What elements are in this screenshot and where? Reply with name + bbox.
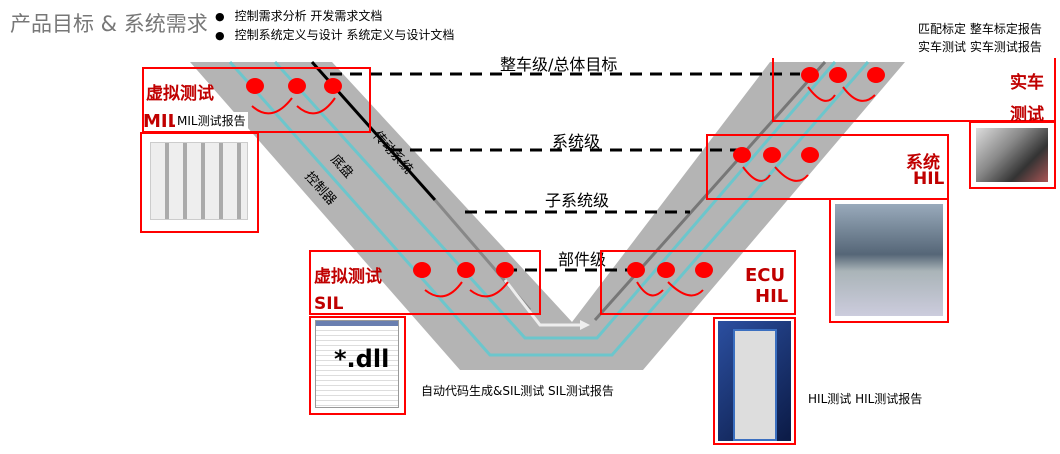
v-band [190,62,905,370]
vehicle-line2: 实车测试 实车测试报告 [918,40,1042,54]
system-hil-tag: HIL [913,169,945,189]
system-hil-image-box [829,198,949,323]
mil-image-box [140,132,259,233]
sil-box [309,250,541,315]
vehicle-tag: 测试 [1010,105,1044,125]
sil-title: 虚拟测试 [314,267,382,287]
sil-caption: 自动代码生成&SIL测试 SIL测试报告 [421,384,614,398]
test-bench-image [835,204,943,316]
vehicle-image-box [969,121,1056,189]
page-title: 产品目标 & 系统需求 [10,12,208,36]
test-dots [246,67,885,278]
level-subsystem: 子系统级 [545,191,610,210]
bullet-system-design: 控制系统定义与设计 系统定义与设计文档 [215,26,455,43]
sil-tag: SIL [314,294,344,314]
mil-model-image [150,142,248,220]
car-interior-image [976,128,1048,182]
hil-rack-image [718,321,791,441]
level-dashes [330,72,800,272]
mil-report: MIL测试报告 [175,112,248,129]
dll-label: *.dll [334,345,390,373]
mil-title: 虚拟测试 [146,84,214,104]
ecu-hil-title: ECU [745,265,786,286]
bullet-requirements: 控制需求分析 开发需求文档 [215,7,383,24]
system-hil-box [706,134,949,200]
sil-code-image: *.dll [315,320,399,408]
vehicle-test-box [772,58,1056,122]
ecu-hil-tag: HIL [755,286,789,307]
vehicle-line1: 匹配标定 整车标定报告 [918,22,1042,36]
vehicle-title: 实车 [1010,73,1044,93]
ecu-hil-caption: HIL测试 HIL测试报告 [808,392,923,406]
cyan-track-inner [273,60,837,340]
flow-arrow [503,279,580,327]
ecu-hil-image-box [713,317,796,445]
level-component: 部件级 [558,250,607,269]
level-vehicle: 整车级/总体目标 [500,55,618,74]
level-system: 系统级 [552,132,601,151]
iteration-arrows [251,86,876,298]
sil-image-box [309,316,406,415]
system-hil-title: 系统 [906,153,940,173]
mil-tag: MIL [143,111,180,132]
ecu-hil-box [600,250,796,315]
cyan-track-outer [228,61,870,357]
